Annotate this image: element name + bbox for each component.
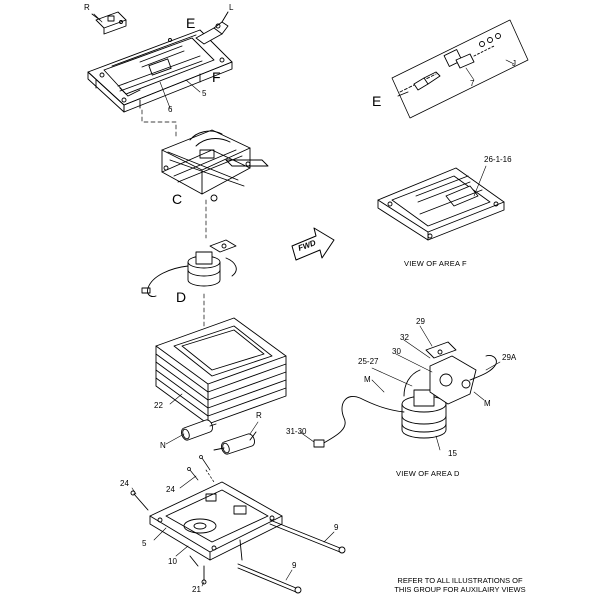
- callout-n: N: [160, 441, 166, 450]
- callout-r-top: R: [84, 3, 90, 12]
- valve-n: [181, 419, 217, 441]
- callout-9-upper: 9: [334, 523, 339, 532]
- callout-21: 21: [192, 585, 201, 594]
- air-spring-assembly: [141, 239, 237, 297]
- scissor-mechanism: [161, 129, 269, 202]
- bracket-l-top: [195, 11, 229, 45]
- callout-5-bottom: 5: [142, 539, 147, 548]
- pin-assembly-inset: [391, 19, 529, 119]
- caption-view-f: VIEW OF AREA F: [404, 259, 467, 268]
- area-letter-e-top: E: [186, 15, 196, 31]
- area-letter-e-inset: E: [372, 93, 382, 109]
- leaders-bottom: [131, 393, 335, 587]
- callout-31-30: 31-30: [286, 427, 307, 436]
- callout-l-top: L: [229, 3, 234, 12]
- callout-15: 15: [448, 449, 457, 458]
- callout-5-top: 5: [202, 89, 207, 98]
- screw-21: [201, 565, 207, 585]
- callout-26-1-16: 26-1-16: [484, 155, 512, 164]
- caption-view-d: VIEW OF AREA D: [396, 469, 460, 478]
- leaders-top: [93, 11, 229, 109]
- reference-note: REFER TO ALL ILLUSTRATIONS OF THIS GROUP…: [390, 576, 530, 595]
- area-letter-c: C: [172, 191, 183, 207]
- rod-9-lower: [237, 563, 302, 594]
- connector-top-to-c: [141, 109, 177, 139]
- callout-25-27: 25-27: [358, 357, 379, 366]
- callout-24-inner: 24: [166, 485, 175, 494]
- callout-29a: 29A: [502, 353, 517, 362]
- callout-22: 22: [154, 401, 163, 410]
- callout-24-left: 24: [120, 479, 129, 488]
- bellows-cushion: [155, 317, 287, 425]
- callout-j: J: [512, 59, 516, 68]
- reference-note-line2: THIS GROUP FOR AUXILAIRY VIEWS: [394, 585, 526, 595]
- fwd-arrow: [291, 227, 335, 261]
- callout-6-top: 6: [168, 105, 173, 114]
- screw-24-left: [130, 490, 149, 511]
- bracket-r-top: [91, 11, 127, 35]
- callout-9-lower: 9: [292, 561, 297, 570]
- valve-r: [213, 431, 257, 455]
- callout-10: 10: [168, 557, 177, 566]
- callout-m-right: M: [484, 399, 491, 408]
- area-letter-f-top: F: [212, 69, 221, 85]
- rod-9-upper: [269, 519, 346, 554]
- callout-m-left: M: [364, 375, 371, 384]
- view-f-frame: [377, 165, 505, 241]
- reference-note-line1: REFER TO ALL ILLUSTRATIONS OF: [397, 576, 523, 585]
- base-plate: [149, 481, 283, 567]
- view-d-assembly: [313, 341, 497, 448]
- leaders-view-d: [299, 325, 501, 451]
- upper-seat-frame: [87, 29, 233, 113]
- area-letter-d: D: [176, 289, 187, 305]
- callout-32: 32: [400, 333, 409, 342]
- callout-r-mid: R: [256, 411, 262, 420]
- callout-7: 7: [470, 79, 475, 88]
- screws-mid: [187, 455, 215, 483]
- callout-30: 30: [392, 347, 401, 356]
- callout-29: 29: [416, 317, 425, 326]
